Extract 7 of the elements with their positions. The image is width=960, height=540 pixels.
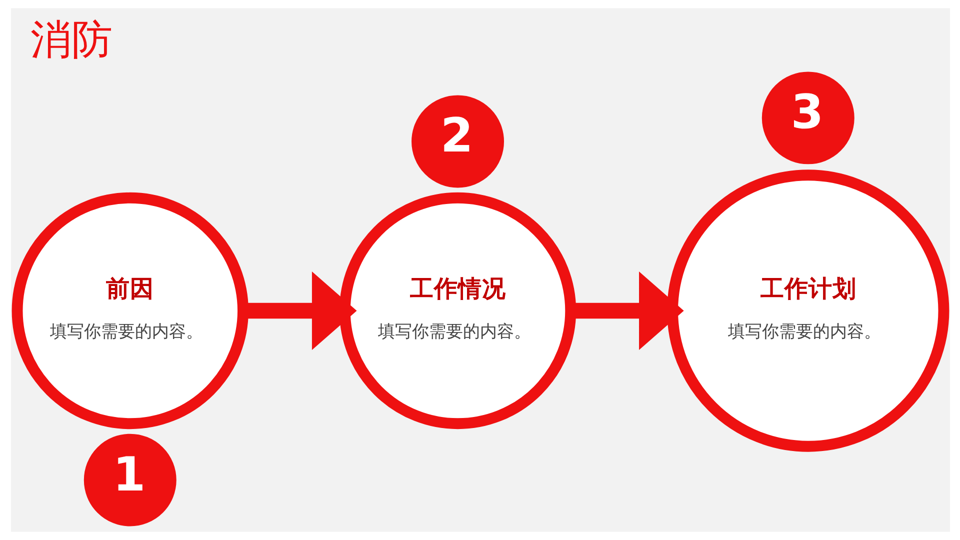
diagram-title: 消防 bbox=[30, 15, 112, 64]
node-circle: 前因 填写你需要的内容。 bbox=[11, 192, 248, 430]
node-circle: 2 bbox=[411, 95, 504, 188]
node-circle: 工作计划 填写你需要的内容。 bbox=[666, 170, 949, 452]
node-circle: 1 bbox=[83, 434, 176, 526]
node-circle: 3 bbox=[761, 72, 854, 164]
node-circle: 工作情况 填写你需要的内容。 bbox=[338, 192, 576, 430]
